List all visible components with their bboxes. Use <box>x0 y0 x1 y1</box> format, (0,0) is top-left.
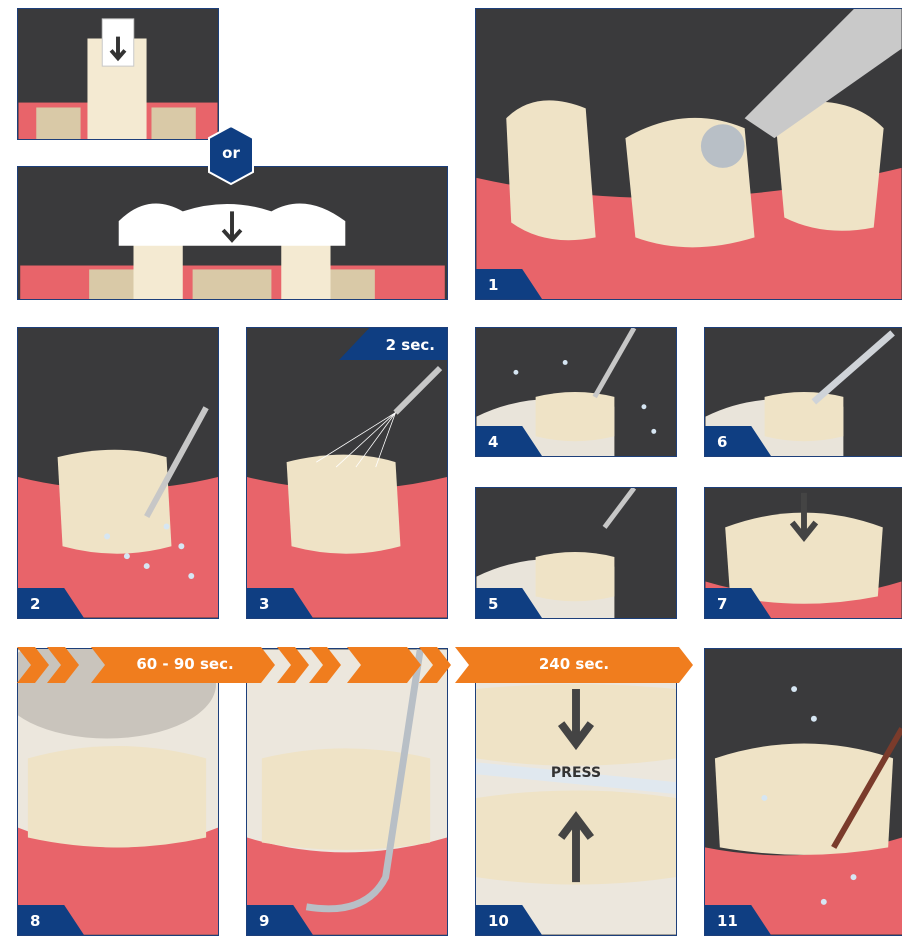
step-7-panel: 7 <box>704 487 902 619</box>
step-5-panel: 5 <box>475 487 677 619</box>
drying-illustration <box>247 328 447 618</box>
first-duration-label: 60 - 90 sec. <box>105 655 265 673</box>
step-11-panel: 11 <box>704 648 902 936</box>
step-4-panel: 4 <box>475 327 677 457</box>
or-label: or <box>207 144 255 162</box>
press-illustration <box>476 649 676 935</box>
brushing-illustration <box>476 9 902 299</box>
step-6-panel: 6 <box>704 327 902 457</box>
excess-removal-illustration <box>247 649 447 935</box>
step-9-panel: 9 <box>246 648 448 936</box>
or-badge: or <box>207 124 255 186</box>
rinsing-illustration <box>18 328 218 618</box>
timeline-arrows: 60 - 90 sec. 240 sec. <box>17 645 693 685</box>
inlay-illustration-panel <box>17 8 219 140</box>
bridge-illustration <box>18 167 447 299</box>
press-label: PRESS <box>475 765 677 781</box>
second-duration-label: 240 sec. <box>469 655 679 673</box>
step-10-panel: 10 <box>475 648 677 936</box>
light-cure-illustration <box>18 649 218 935</box>
inlay-illustration <box>18 9 218 139</box>
step-8-panel: 8 <box>17 648 219 936</box>
step-1-panel: 1 <box>475 8 902 300</box>
step-2-panel: 2 <box>17 327 219 619</box>
bridge-illustration-panel <box>17 166 448 300</box>
step-3-panel: 2 sec. 3 <box>246 327 448 619</box>
final-rinse-illustration <box>705 649 902 935</box>
